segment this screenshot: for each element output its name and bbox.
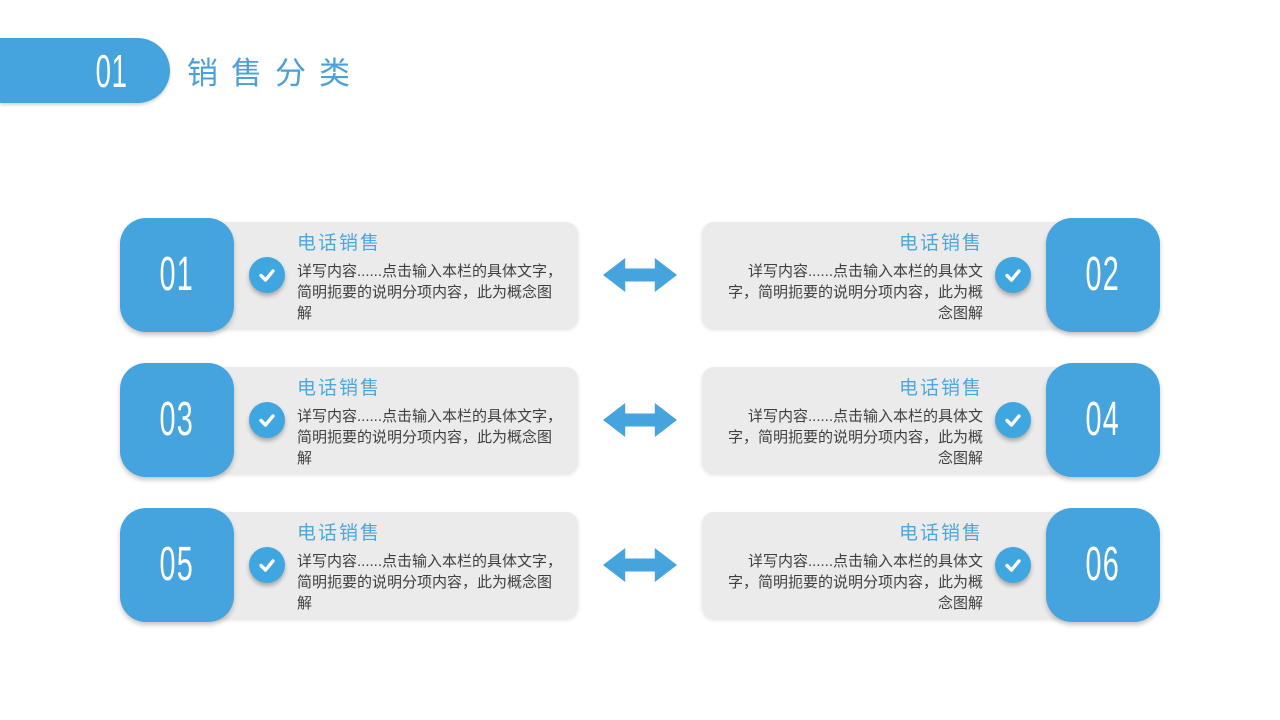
check-icon [249, 402, 285, 438]
card-number-badge: 03 [120, 363, 234, 477]
card-number: 03 [159, 393, 195, 446]
double-headed-arrow-icon [603, 403, 677, 437]
double-headed-arrow-icon [603, 258, 677, 292]
card-text: 电话销售 详写内容......点击输入本栏的具体文字，简明扼要的说明分项内容，此… [297, 233, 562, 324]
card-number-badge: 05 [120, 508, 234, 622]
card-number-badge: 01 [120, 218, 234, 332]
page-title: 销售分类 [187, 56, 363, 92]
card-title: 电话销售 [898, 233, 983, 254]
card-row: 01 电话销售 详写内容......点击输入本栏的具体文字，简明扼要的说明分项内… [120, 218, 1160, 332]
card-title: 电话销售 [898, 378, 983, 399]
card-title: 电话销售 [297, 523, 382, 544]
arrow-zone [578, 403, 702, 437]
card-number: 02 [1085, 248, 1121, 301]
card-number-badge: 02 [1046, 218, 1160, 332]
header-section-number: 01 [95, 44, 128, 97]
info-card-01: 01 电话销售 详写内容......点击输入本栏的具体文字，简明扼要的说明分项内… [120, 218, 578, 332]
check-icon [249, 547, 285, 583]
card-text: 电话销售 详写内容......点击输入本栏的具体文字，简明扼要的说明分项内容，此… [720, 378, 983, 469]
card-text: 电话销售 详写内容......点击输入本栏的具体文字，简明扼要的说明分项内容，此… [297, 378, 562, 469]
card-description: 详写内容......点击输入本栏的具体文字，简明扼要的说明分项内容，此为概念图解 [297, 263, 563, 322]
card-text: 电话销售 详写内容......点击输入本栏的具体文字，简明扼要的说明分项内容，此… [297, 523, 562, 614]
card-row: 03 电话销售 详写内容......点击输入本栏的具体文字，简明扼要的说明分项内… [120, 363, 1160, 477]
check-icon [249, 257, 285, 293]
arrow-zone [578, 258, 702, 292]
double-headed-arrow-icon [603, 548, 677, 582]
arrow-zone [578, 548, 702, 582]
card-number: 01 [159, 248, 195, 301]
card-grid: 01 电话销售 详写内容......点击输入本栏的具体文字，简明扼要的说明分项内… [120, 218, 1160, 622]
card-number: 06 [1085, 538, 1121, 591]
card-number-badge: 06 [1046, 508, 1160, 622]
card-number-badge: 04 [1046, 363, 1160, 477]
check-icon [995, 547, 1031, 583]
check-icon [995, 402, 1031, 438]
card-description: 详写内容......点击输入本栏的具体文字，简明扼要的说明分项内容，此为概念图解 [727, 408, 983, 467]
info-card-04: 04 电话销售 详写内容......点击输入本栏的具体文字，简明扼要的说明分项内… [702, 363, 1160, 477]
info-card-02: 02 电话销售 详写内容......点击输入本栏的具体文字，简明扼要的说明分项内… [702, 218, 1160, 332]
card-description: 详写内容......点击输入本栏的具体文字，简明扼要的说明分项内容，此为概念图解 [727, 263, 983, 322]
info-card-05: 05 电话销售 详写内容......点击输入本栏的具体文字，简明扼要的说明分项内… [120, 508, 578, 622]
check-icon [995, 257, 1031, 293]
card-description: 详写内容......点击输入本栏的具体文字，简明扼要的说明分项内容，此为概念图解 [297, 553, 563, 612]
card-title: 电话销售 [297, 378, 382, 399]
card-number: 05 [159, 538, 195, 591]
card-title: 电话销售 [297, 233, 382, 254]
card-text: 电话销售 详写内容......点击输入本栏的具体文字，简明扼要的说明分项内容，此… [720, 523, 983, 614]
card-text: 电话销售 详写内容......点击输入本栏的具体文字，简明扼要的说明分项内容，此… [720, 233, 983, 324]
card-number: 04 [1085, 393, 1121, 446]
header-number-pill: 01 [0, 38, 170, 103]
card-title: 电话销售 [898, 523, 983, 544]
info-card-06: 06 电话销售 详写内容......点击输入本栏的具体文字，简明扼要的说明分项内… [702, 508, 1160, 622]
card-row: 05 电话销售 详写内容......点击输入本栏的具体文字，简明扼要的说明分项内… [120, 508, 1160, 622]
card-description: 详写内容......点击输入本栏的具体文字，简明扼要的说明分项内容，此为概念图解 [727, 553, 983, 612]
info-card-03: 03 电话销售 详写内容......点击输入本栏的具体文字，简明扼要的说明分项内… [120, 363, 578, 477]
card-description: 详写内容......点击输入本栏的具体文字，简明扼要的说明分项内容，此为概念图解 [297, 408, 563, 467]
